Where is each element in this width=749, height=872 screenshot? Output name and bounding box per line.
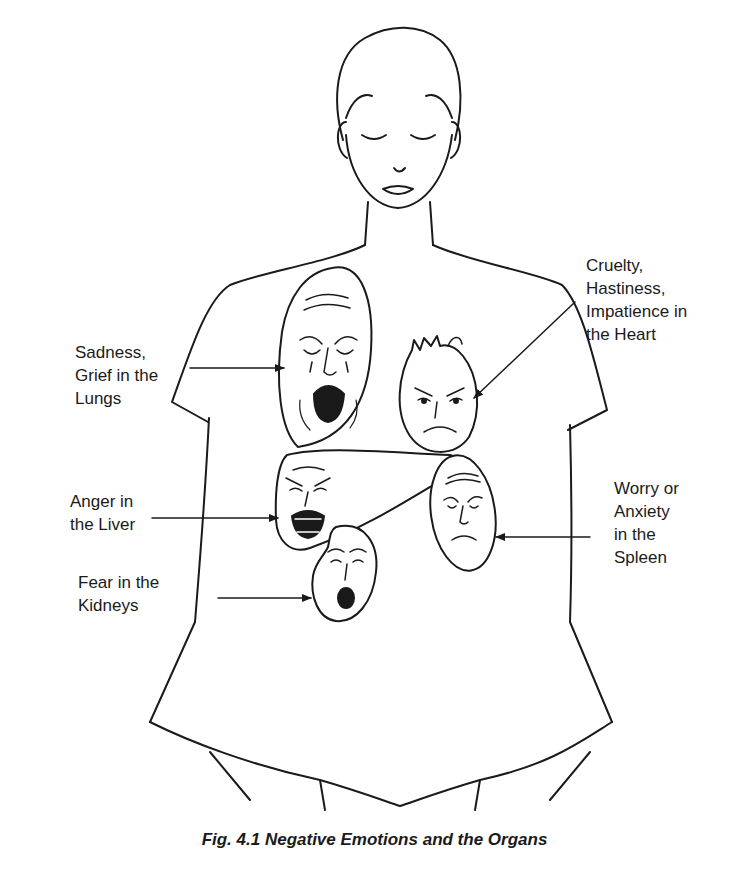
lungs-outline: [279, 267, 371, 447]
lungs-label: Sadness, Grief in the Lungs: [75, 341, 161, 410]
spleen-label: Worry or Anxiety in the Spleen: [614, 477, 680, 569]
angry-face: [415, 388, 464, 432]
closed-eye: [362, 135, 386, 139]
left-side: [150, 418, 209, 722]
kidneys-label: Fear in the Kidneys: [78, 571, 174, 617]
head: [337, 28, 460, 208]
angry-face: [286, 467, 330, 506]
spleen-organ: [423, 451, 503, 575]
leader-arrow: [218, 597, 311, 599]
leader-arrow: [496, 536, 590, 538]
figure-caption: Fig. 4.1 Negative Emotions and the Organ…: [0, 830, 749, 850]
eye: [454, 399, 458, 403]
torso-outline: [150, 202, 612, 810]
kidney-organ: [312, 526, 376, 621]
heart-label: Cruelty, Hastiness, Impatience in the He…: [586, 254, 706, 346]
eye: [422, 399, 426, 403]
face-outline: [346, 135, 452, 208]
heart-organ: [400, 336, 477, 452]
sad-face: [300, 294, 357, 375]
ear: [451, 122, 460, 158]
leader-arrow: [474, 302, 575, 398]
vessels: [448, 337, 462, 346]
kidney-outline: [312, 526, 376, 621]
liver-label: Anger in the Liver: [70, 490, 150, 536]
leader-arrow: [152, 517, 278, 519]
mouth: [383, 186, 413, 194]
lungs-organ: [279, 267, 371, 447]
shouting-mouth: [292, 511, 324, 538]
worried-face: [444, 473, 482, 540]
leader-arrow: [190, 367, 284, 369]
crying-mouth: [314, 386, 344, 422]
right-side: [570, 425, 612, 722]
teeth: [295, 519, 321, 532]
neck: [365, 202, 433, 245]
legs: [210, 752, 590, 810]
afraid-face: [328, 549, 366, 580]
nose: [394, 168, 405, 172]
hairline: [346, 95, 452, 118]
spleen-outline: [423, 451, 503, 575]
hair-outline: [337, 28, 460, 140]
afraid-mouth: [338, 588, 354, 608]
closed-eye: [411, 135, 435, 139]
leader-arrows: [152, 302, 590, 598]
ear: [338, 122, 347, 158]
wrinkles: [300, 400, 357, 430]
heart-outline: [400, 336, 477, 452]
